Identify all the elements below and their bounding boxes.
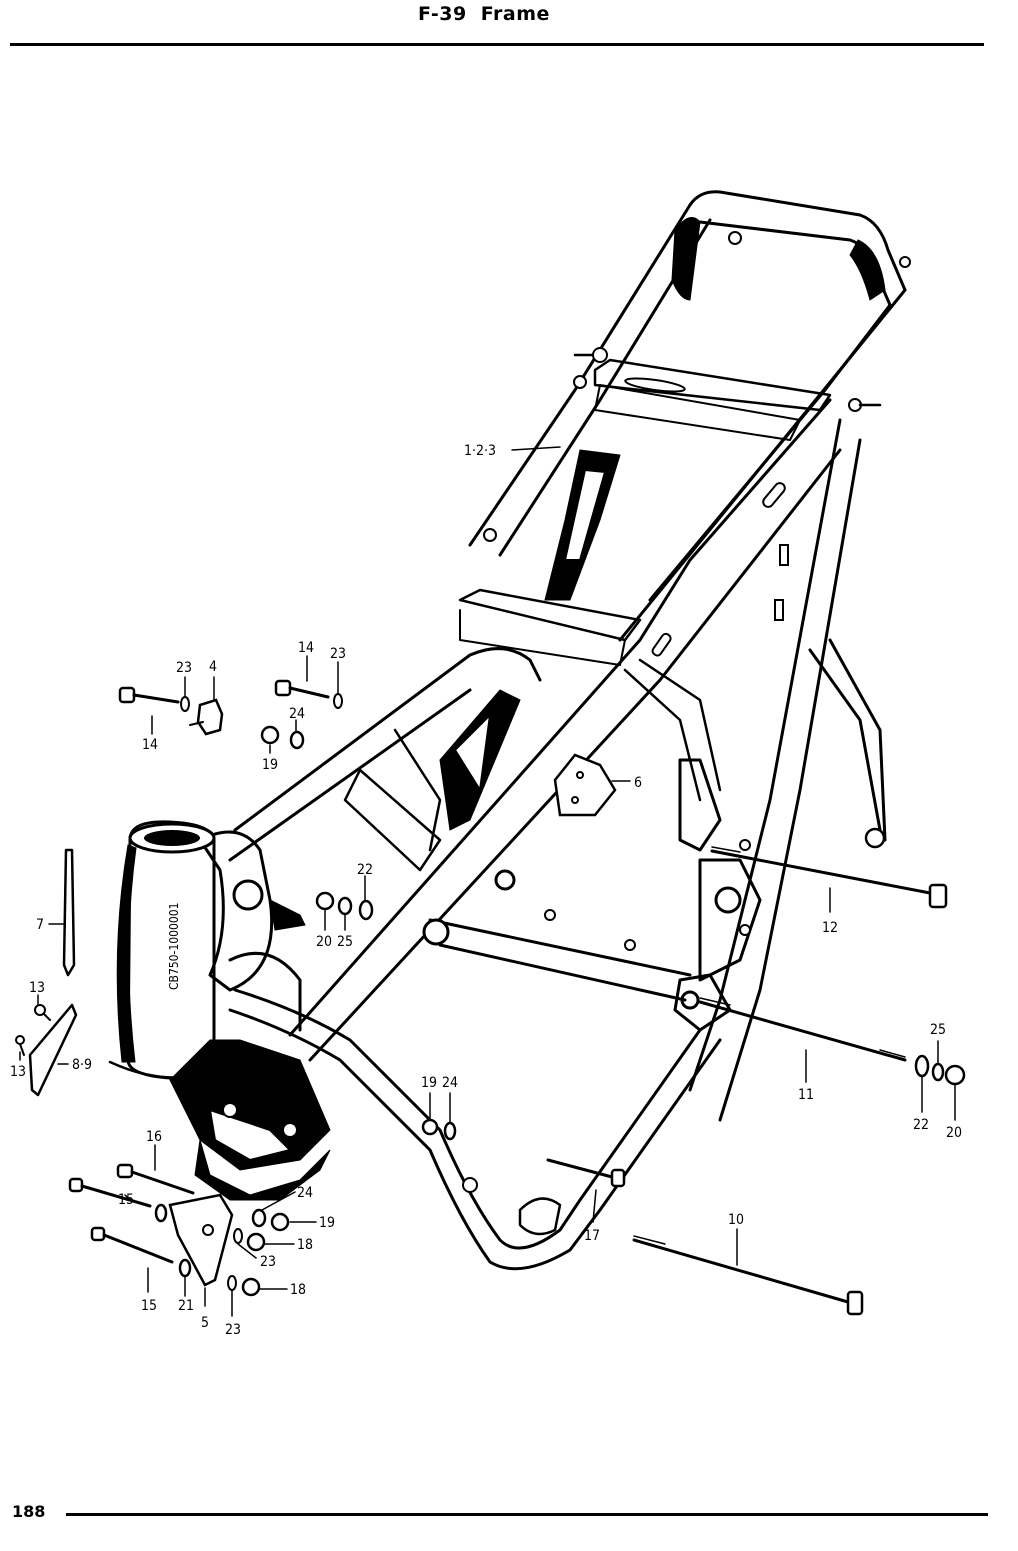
part-10-bolt <box>632 1235 864 1316</box>
callout-7: 7 <box>36 917 44 933</box>
part-21-washer-b <box>178 1258 192 1278</box>
part-22-washer-b <box>914 1054 930 1078</box>
part-24-washer-b <box>443 1121 457 1141</box>
part-17-bolt <box>546 1158 626 1188</box>
part-14-bolt-right <box>274 679 330 699</box>
part-19-nut-c <box>270 1212 290 1232</box>
callout-23-d: 23 <box>225 1322 241 1338</box>
callout-labels: 1·2·3 4 23 14 14 23 24 19 6 7 22 20 25 1… <box>10 443 962 1338</box>
part-20-nut-a <box>315 891 335 911</box>
callout-4: 4 <box>209 659 217 675</box>
part-21-washer-a <box>154 1203 168 1223</box>
callout-19-a: 19 <box>262 757 278 773</box>
part-14-bolt-left <box>118 686 180 704</box>
part-25-washer-b <box>931 1062 945 1082</box>
part-18-nut-b <box>241 1277 261 1297</box>
callout-13-a: 13 <box>29 980 45 996</box>
part-16-bolt <box>116 1163 195 1195</box>
callout-24-a: 24 <box>289 706 305 722</box>
callout-23-a: 23 <box>176 660 192 676</box>
callout-21: 21 <box>178 1298 194 1314</box>
part-23-washer-d <box>227 1275 237 1291</box>
page-title: F-39 Frame <box>418 3 550 25</box>
part-25-washer-a <box>337 896 353 916</box>
part-19-nut-a <box>260 725 280 745</box>
section-code: F-39 <box>418 3 467 25</box>
leader-lines <box>19 446 956 1317</box>
part-19-nut-b <box>421 1118 439 1136</box>
callout-6: 6 <box>634 775 642 791</box>
part-24-washer-c <box>251 1208 267 1228</box>
footer-rule <box>66 1513 988 1516</box>
callout-17: 17 <box>584 1228 600 1244</box>
callout-15-a: 15 <box>118 1192 134 1208</box>
callout-8-9: 8·9 <box>72 1057 92 1073</box>
part-22-washer-a <box>358 899 374 921</box>
callout-11: 11 <box>798 1087 814 1103</box>
part-13-screw-a <box>34 1004 51 1021</box>
callout-19-c: 19 <box>319 1215 335 1231</box>
callout-14-b: 14 <box>298 640 314 656</box>
part-15-bolt-a <box>68 1177 152 1208</box>
part-23-washer-a <box>180 696 190 712</box>
part-20-nut-b <box>944 1064 966 1086</box>
part-24-washer-a <box>289 730 305 750</box>
part-13-screw-b <box>15 1035 25 1056</box>
callout-14-a: 14 <box>142 737 158 753</box>
part-6-plate <box>553 753 617 817</box>
callout-22-a: 22 <box>357 862 373 878</box>
page-number: 188 <box>12 1502 46 1521</box>
frame-serial-stamp: CB750-1000001 <box>167 902 181 990</box>
part-23-washer-b <box>333 693 343 709</box>
callout-5: 5 <box>201 1315 209 1331</box>
part-4-bracket <box>196 698 224 736</box>
callout-25-b: 25 <box>930 1022 946 1038</box>
callout-18-a: 18 <box>297 1237 313 1253</box>
callout-22-b: 22 <box>913 1117 929 1133</box>
header-rule <box>10 43 984 46</box>
part-18-nut-a <box>246 1232 266 1252</box>
callout-12: 12 <box>822 920 838 936</box>
steering-head-tube: CB750-1000001 <box>108 820 232 1080</box>
section-title: Frame <box>480 3 550 25</box>
callout-19-b: 19 <box>421 1075 437 1091</box>
callout-23-b: 23 <box>330 646 346 662</box>
frame-assembly <box>169 190 911 1271</box>
part-12-bolt <box>710 846 948 909</box>
callout-15-b: 15 <box>141 1298 157 1314</box>
part-7-plate <box>62 848 76 977</box>
callout-13-b: 13 <box>10 1064 26 1080</box>
callout-1-2-3: 1·2·3 <box>464 443 496 459</box>
callout-24-c: 24 <box>297 1185 313 1201</box>
callout-20-a: 20 <box>316 934 332 950</box>
callout-18-b: 18 <box>290 1282 306 1298</box>
callout-16: 16 <box>146 1129 162 1145</box>
callout-25-a: 25 <box>337 934 353 950</box>
callout-20-b: 20 <box>946 1125 962 1141</box>
callout-24-b: 24 <box>442 1075 458 1091</box>
callout-10: 10 <box>728 1212 744 1228</box>
part-23-washer-c <box>233 1228 243 1244</box>
part-11-bolt <box>698 997 907 1062</box>
callout-23-c: 23 <box>260 1254 276 1270</box>
part-5-plate <box>168 1193 234 1287</box>
part-8-9-plate <box>28 1003 78 1097</box>
page-header: F-39 Frame <box>0 0 1018 60</box>
part-15-bolt-b <box>90 1226 174 1264</box>
